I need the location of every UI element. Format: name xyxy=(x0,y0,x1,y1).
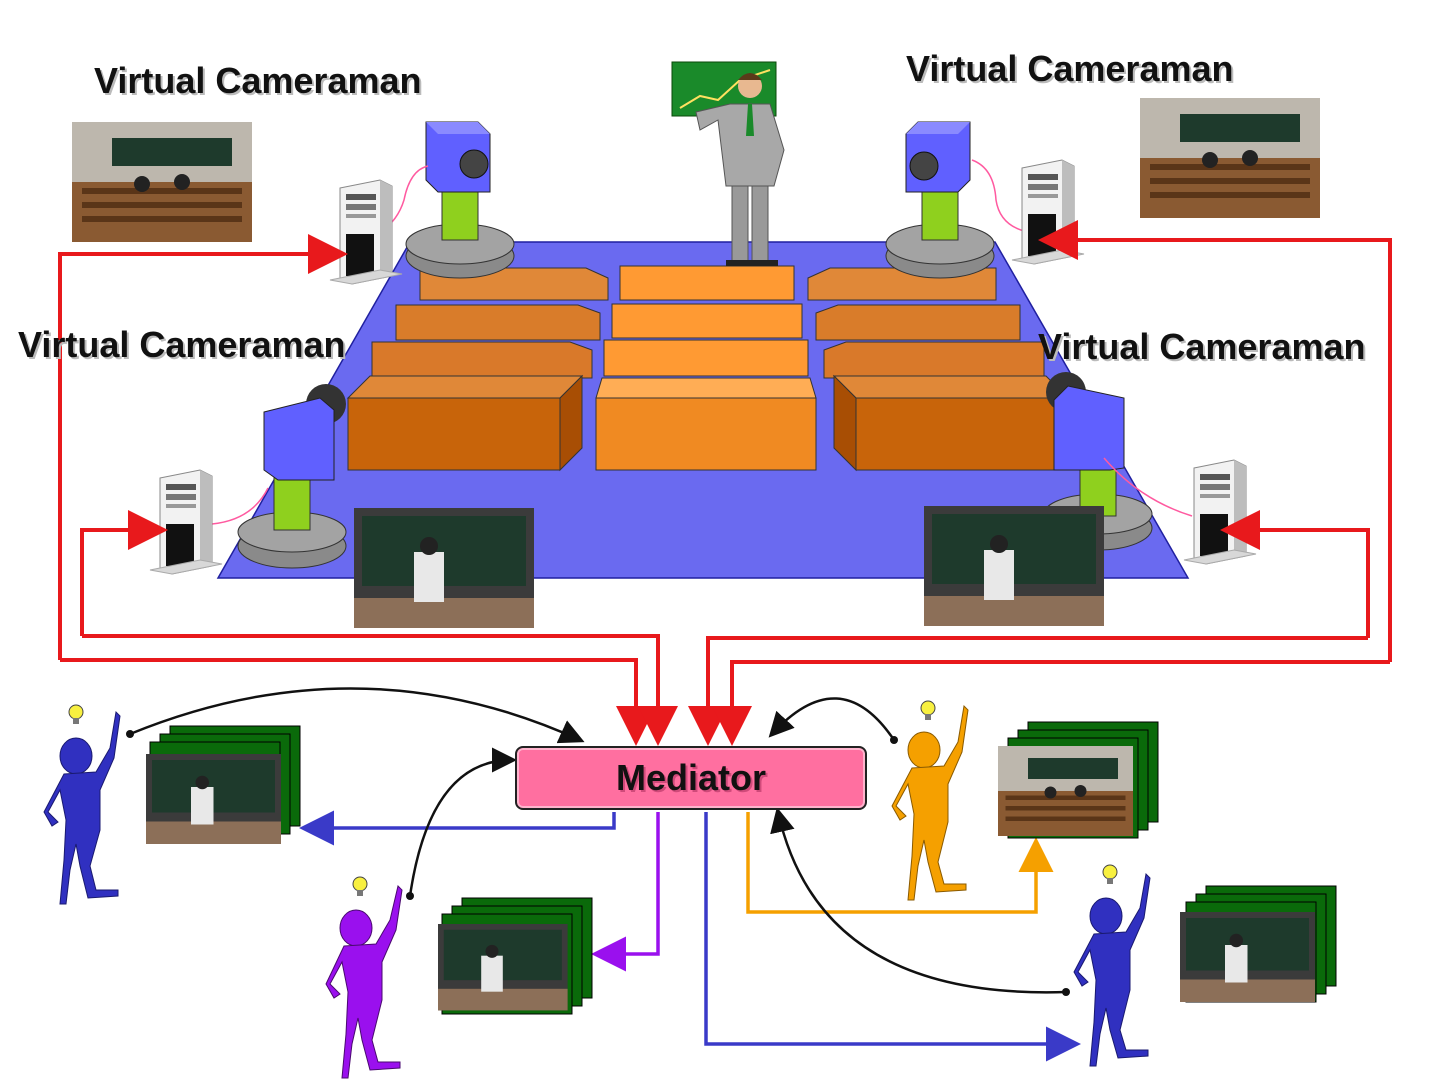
output-line-blue-left xyxy=(299,810,616,846)
video-stack-blue-right xyxy=(1180,885,1337,1003)
desks-center xyxy=(595,265,817,471)
request-arrows xyxy=(129,687,1067,994)
presenter-icon xyxy=(671,61,785,266)
camera-icon-top-right xyxy=(885,121,995,279)
viewer-icon-orange xyxy=(891,704,969,901)
video-stack-orange xyxy=(998,721,1159,839)
label-cameraman-top-left: Virtual Cameraman xyxy=(94,60,422,101)
mediator-box: Mediator xyxy=(515,746,867,810)
viewer-icon-blue-left xyxy=(43,710,121,905)
computer-tower-icon-top-right xyxy=(1011,159,1085,265)
camera-view-mid-left xyxy=(354,508,534,628)
video-stack-purple xyxy=(438,897,593,1015)
viewer-icon-purple xyxy=(325,885,403,1079)
video-stack-blue-left xyxy=(146,725,301,844)
lightbulb-icon-blue-left xyxy=(68,704,84,724)
output-line-blue-right xyxy=(704,812,1081,1062)
camera-view-top-right xyxy=(1140,98,1320,218)
output-line-orange xyxy=(746,812,1054,914)
computer-tower-icon-mid-left xyxy=(149,469,223,575)
viewer-icon-blue-right xyxy=(1073,872,1151,1067)
camera-icon-mid-left xyxy=(237,384,347,569)
computer-tower-icon-mid-right xyxy=(1183,459,1257,565)
label-cameraman-top-right: Virtual Cameraman xyxy=(906,48,1234,89)
lightbulb-icon-blue-right xyxy=(1102,864,1118,884)
label-cameraman-mid-left: Virtual Cameraman xyxy=(18,324,346,365)
label-cameraman-mid-right: Virtual Cameraman xyxy=(1038,326,1366,367)
camera-feed-lines xyxy=(58,220,1392,746)
lightbulb-icon-orange xyxy=(920,700,936,720)
lightbulb-icon-purple xyxy=(352,876,368,896)
desks-right xyxy=(807,267,1070,472)
computer-tower-icon-top-left xyxy=(329,179,403,285)
camera-view-mid-right xyxy=(924,506,1104,626)
desks-left xyxy=(346,267,609,472)
camera-icon-top-left xyxy=(405,121,515,279)
output-line-purple xyxy=(591,812,660,972)
camera-view-top-left xyxy=(72,122,252,242)
